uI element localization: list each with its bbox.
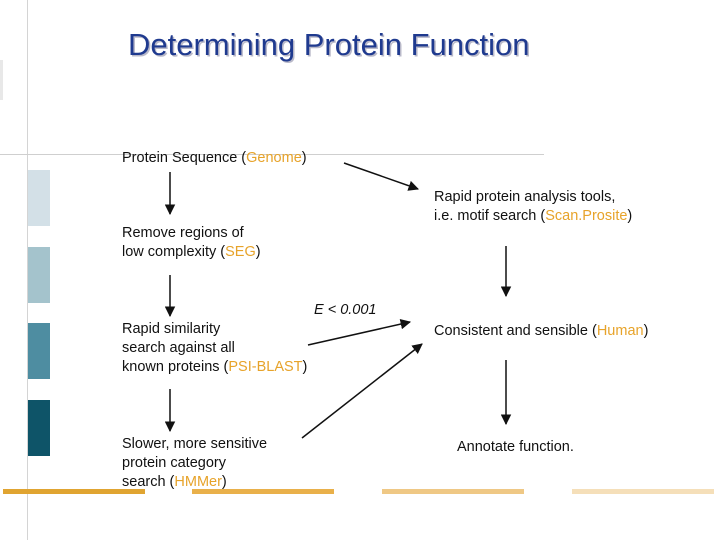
node-similarity-search: Rapid similarity search against all know… [122,320,307,377]
tool-seg: SEG [225,244,256,260]
node-protein-sequence: Protein Sequence (Genome) [122,149,307,168]
node-annotate-function: Annotate function. [457,439,574,455]
tool-human: Human [596,323,644,339]
footer-bar-4 [572,489,714,494]
tool-hmmer: HMMer [174,474,222,490]
node-line: known proteins (PSI-BLAST) [122,358,307,377]
node-line: protein category [122,455,226,471]
decor-square-2 [28,247,50,303]
tool-genome: Genome [246,150,302,166]
tool-psi-blast: PSI-BLAST [228,359,303,375]
node-text: known proteins ( [122,359,229,375]
node-line: Rapid similarity [122,321,221,337]
node-line: Remove regions of [122,225,244,241]
tool-scan-prosite: Scan.Prosite [545,208,628,224]
footer-bar-2 [192,489,334,494]
node-text: ) [302,359,308,375]
arrow-similarity-to-consistent [307,318,412,346]
edge-mark [0,60,3,100]
node-sensitive-search: Slower, more sensitive protein category … [122,435,267,492]
node-line: i.e. motif search (Scan.Prosite) [434,207,632,226]
node-text: i.e. motif search ( [434,208,546,224]
node-text: Protein Sequence ( [122,150,247,166]
arrow-sensitive-to-consistent [301,343,423,439]
title-divider [0,154,544,155]
node-line: search against all [122,340,235,356]
node-line: Slower, more sensitive [122,436,268,452]
decor-square-1 [28,170,50,226]
node-text: ) [301,150,307,166]
left-vertical-rule [27,0,28,540]
node-text: ) [627,208,633,224]
arrow-sequence-to-motif [343,162,419,191]
node-text: ) [255,244,261,260]
node-text: ) [221,474,227,490]
node-consistent-sensible: Consistent and sensible (Human) [434,322,648,341]
node-low-complexity: Remove regions of low complexity (SEG) [122,224,261,262]
node-text: Consistent and sensible ( [434,323,597,339]
evalue-threshold-label: E < 0.001 [314,302,377,318]
slide-title: Determining Protein Function [128,27,530,62]
footer-bar-3 [382,489,524,494]
node-line: search (HMMer) [122,473,267,492]
node-line: low complexity (SEG) [122,243,261,262]
node-text: ) [643,323,649,339]
decor-square-3 [28,323,50,379]
node-line: Rapid protein analysis tools, [434,189,616,205]
node-text: low complexity ( [122,244,226,260]
node-motif-search: Rapid protein analysis tools, i.e. motif… [434,188,632,226]
footer-bar-1 [3,489,145,494]
decor-square-4 [28,400,50,456]
node-text: search ( [122,474,175,490]
